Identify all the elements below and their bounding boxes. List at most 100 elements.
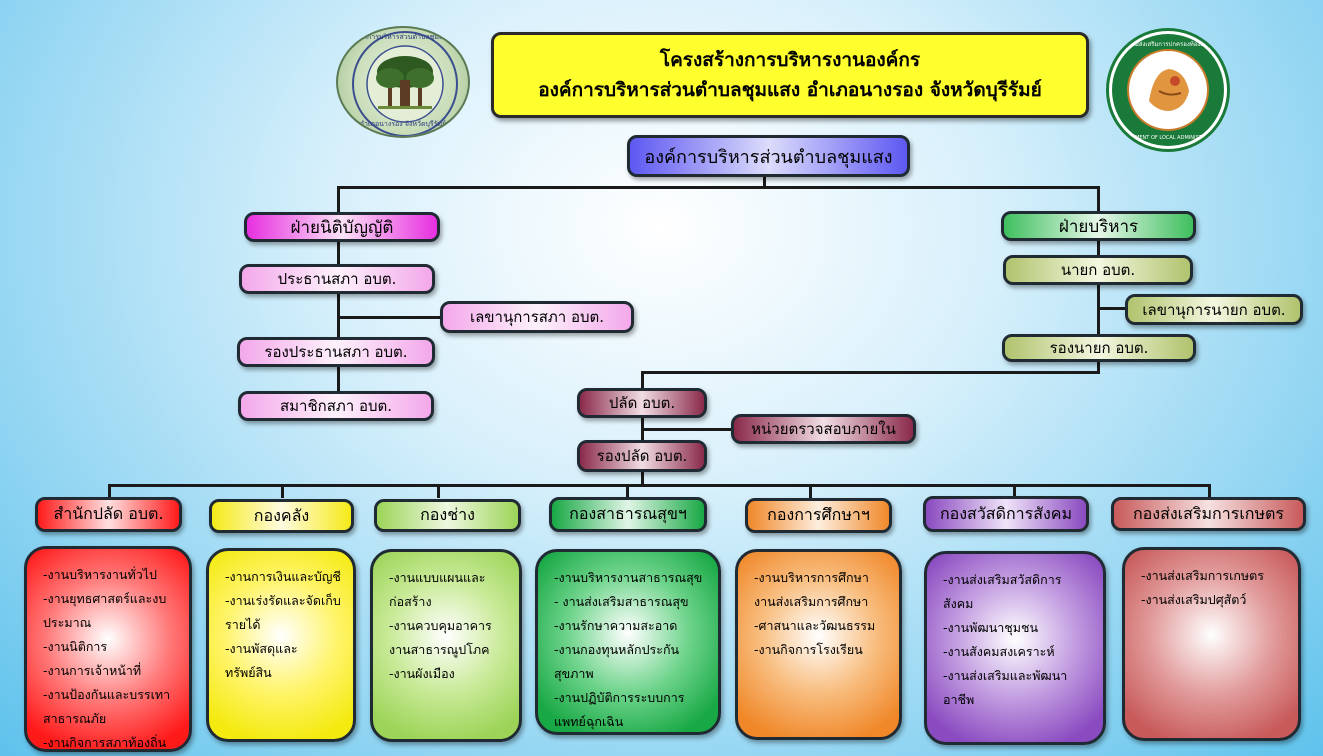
list-item: -งานส่งเสริมปศุสัตว์ [1141, 592, 1247, 607]
list-item: -งานยุทธศาสตร์และงบประมาณ [43, 591, 167, 630]
list-item: -งานกิจการสภาท้องถิ่น [43, 735, 167, 750]
palat-label: ปลัด อบต. [608, 394, 676, 412]
connector [1097, 240, 1100, 373]
dept-header-label: กองช่าง [420, 505, 475, 524]
legislative-vice-chair: รองประธานสภา อบต. [237, 337, 435, 367]
top-node-organization: องค์การบริหารส่วนตำบลชุมแสง [627, 135, 910, 177]
dept-panel-public-health: -งานบริหารงานสาธารณสุข - งานส่งเสริมสาธา… [535, 549, 721, 735]
dept-panel-finance: -งานการเงินและบัญชี -งานเร่งรัดและจัดเก็… [206, 548, 356, 742]
legislative-head: ฝ่ายนิติบัญญัติ [244, 212, 440, 242]
dept-header-office: สำนักปลัด อบต. [35, 497, 182, 532]
connector [763, 176, 766, 188]
list-item: -งานการเงินและบัญชี [225, 569, 341, 584]
dept-panel-office: -งานบริหารงานทั่วไป -งานยุทธศาสตร์และงบป… [24, 546, 192, 752]
list-item: -งานบริหารงานทั่วไป [43, 567, 157, 582]
connector [437, 484, 440, 498]
dept-header-public-health: กองสาธารณสุขฯ [549, 497, 707, 532]
connector [281, 484, 284, 498]
list-item: -งานสังคมสงเคราะห์ [943, 644, 1055, 659]
executive-head-label: ฝ่ายบริหาร [1058, 216, 1139, 237]
dla-seal-icon [1112, 34, 1224, 146]
dept-header-label: กองสวัสดิการสังคม [939, 503, 1073, 523]
connector [108, 484, 111, 498]
audit-node: หน่วยตรวจสอบภายใน [731, 414, 916, 444]
legislative-chair: ประธานสภา อบต. [239, 264, 435, 294]
legislative-secretary: เลขานุการสภา อบต. [440, 301, 634, 333]
seal-text-top: องค์การบริหารส่วนตำบลชุมแสง [354, 33, 452, 41]
legislative-members-label: สมาชิกสภา อบต. [279, 397, 392, 415]
organization-seal-left: องค์การบริหารส่วนตำบลชุมแสง อำเภอนางรอง … [336, 26, 470, 138]
executive-deputy-label: รองนายก อบต. [1049, 339, 1149, 357]
executive-secretary: เลขานุการนายก อบต. [1125, 294, 1303, 325]
dept-header-label: กองการศึกษาฯ [767, 505, 870, 524]
list-item: -งานพัสดุและทรัพย์สิน [225, 641, 298, 680]
dept-header-label: กองคลัง [253, 505, 310, 525]
palat-node: ปลัด อบต. [577, 388, 707, 418]
dept-header-engineering: กองช่าง [374, 499, 521, 532]
top-node-label: องค์การบริหารส่วนตำบลชุมแสง [644, 146, 893, 168]
deputy-palat-node: รองปลัด อบต. [577, 440, 707, 472]
connector [626, 484, 629, 498]
title-line-2: องค์การบริหารส่วนตำบลชุมแสง อำเภอนางรอง … [538, 79, 1042, 101]
list-item: -งานเร่งรัดและจัดเก็บรายได้ [225, 593, 341, 632]
dept-header-social-welfare: กองสวัสดิการสังคม [923, 496, 1089, 532]
list-item: -งานควบคุมอาคาร งานสาธารณูปโภค [389, 618, 492, 657]
list-item: -งานผังเมือง [389, 666, 455, 681]
chart-title-box: โครงสร้างการบริหารงานองค์กร องค์การบริหา… [491, 32, 1089, 118]
executive-head: ฝ่ายบริหาร [1001, 211, 1196, 241]
executive-deputy: รองนายก อบต. [1002, 334, 1196, 362]
legislative-members: สมาชิกสภา อบต. [238, 391, 434, 421]
list-item: งานส่งเสริมการศึกษา [754, 594, 869, 609]
dla-seal-right: กรมส่งเสริมการปกครองท้องถิ่น DEPARTMENT … [1106, 28, 1230, 152]
tree-seal-icon [352, 31, 458, 136]
list-item: -งานพัฒนาชุมชน [943, 620, 1039, 635]
connector [1013, 484, 1016, 498]
connector [337, 316, 442, 319]
list-item: -งานนิติการ [43, 639, 108, 654]
connector [1097, 186, 1100, 214]
connector [641, 371, 1100, 374]
list-item: -งานแบบแผนและก่อสร้าง [389, 570, 486, 609]
dept-panel-social-welfare: -งานส่งเสริมสวัสดิการสังคม -งานพัฒนาชุมช… [924, 551, 1106, 745]
list-item: -งานบริหารงานสาธารณสุข [554, 570, 703, 585]
legislative-chair-label: ประธานสภา อบต. [277, 270, 397, 288]
legislative-secretary-label: เลขานุการสภา อบต. [469, 308, 605, 326]
audit-label: หน่วยตรวจสอบภายใน [751, 420, 896, 438]
connector [108, 484, 1210, 487]
list-item: -งานรักษาความสะอาด [554, 618, 678, 633]
deputy-palat-label: รองปลัด อบต. [596, 447, 688, 465]
list-item: -งานปฏิบัติการระบบการแพทย์ฉุกเฉิน [554, 690, 685, 729]
dept-header-education: กองการศึกษาฯ [745, 498, 892, 533]
dept-panel-agriculture: -งานส่งเสริมการเกษตร -งานส่งเสริมปศุสัตว… [1122, 547, 1301, 741]
list-item: -งานบริหารการศึกษา [754, 570, 869, 585]
list-item: -งานส่งเสริมและพัฒนาอาชีพ [943, 668, 1068, 707]
legislative-head-label: ฝ่ายนิติบัญญัติ [290, 217, 394, 238]
dept-header-label: สำนักปลัด อบต. [53, 504, 164, 523]
seal-text-bottom: DEPARTMENT OF LOCAL ADMINISTRATION [1115, 135, 1221, 141]
list-item: -งานการเจ้าหน้าที่ [43, 663, 142, 678]
dept-panel-education: -งานบริหารการศึกษา งานส่งเสริมการศึกษา -… [735, 549, 902, 740]
seal-text-bottom: อำเภอนางรอง จังหวัดบุรีรัมย์ [359, 120, 447, 128]
dept-header-label: กองส่งเสริมการเกษตร [1132, 503, 1284, 523]
connector [1208, 484, 1211, 498]
connector [641, 371, 644, 391]
dept-header-label: กองสาธารณสุขฯ [569, 504, 687, 523]
dept-panel-engineering: -งานแบบแผนและก่อสร้าง -งานควบคุมอาคาร งา… [370, 549, 522, 742]
executive-secretary-label: เลขานุการนายก อบต. [1142, 300, 1286, 319]
list-item: -ศาสนาและวัฒนธรรม [754, 618, 876, 633]
dept-header-finance: กองคลัง [209, 499, 354, 533]
list-item: -งานส่งเสริมการเกษตร [1141, 568, 1264, 583]
executive-mayor-label: นายก อบต. [1060, 261, 1136, 279]
dept-header-agriculture: กองส่งเสริมการเกษตร [1111, 497, 1306, 531]
connector [641, 428, 733, 431]
executive-mayor: นายก อบต. [1003, 255, 1193, 285]
list-item: -งานส่งเสริมสวัสดิการสังคม [943, 572, 1062, 611]
connector [1097, 307, 1127, 310]
seal-text-top: กรมส่งเสริมการปกครองท้องถิ่น [1128, 41, 1208, 48]
connector [337, 186, 1100, 189]
title-line-1: โครงสร้างการบริหารงานองค์กร [659, 49, 921, 71]
list-item: -งานกองทุนหลักประกันสุขภาพ [554, 642, 680, 681]
connector [809, 484, 812, 498]
list-item: -งานกิจการโรงเรียน [754, 642, 863, 657]
connector [641, 470, 644, 486]
